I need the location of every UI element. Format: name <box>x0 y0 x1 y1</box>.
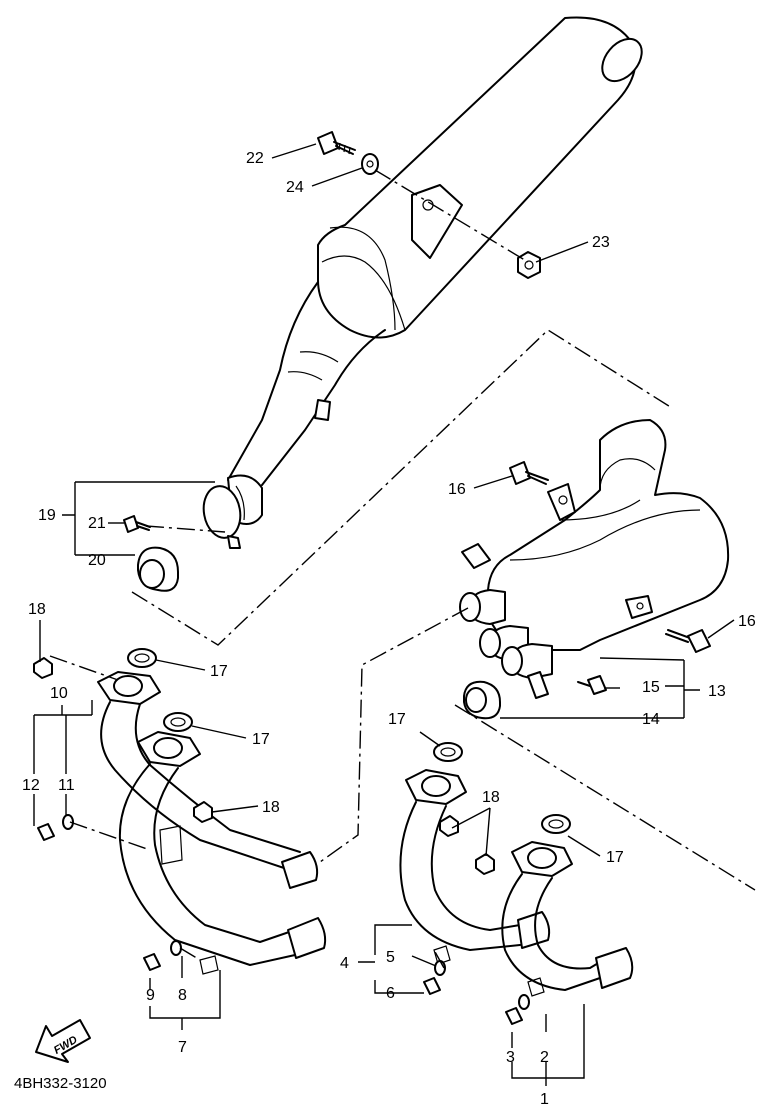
washer-11 <box>62 814 74 830</box>
upper-muffler <box>202 16 643 549</box>
gasket-17-a <box>127 648 157 668</box>
callout-17-a: 17 <box>210 663 228 680</box>
gasket-14 <box>463 680 501 720</box>
bolt-6 <box>423 977 441 995</box>
exhaust-pipe-assembly-1 <box>399 769 634 997</box>
callout-14: 14 <box>642 711 660 728</box>
washer-8 <box>170 940 182 956</box>
lower-muffler <box>459 419 730 699</box>
callout-16-lower: 16 <box>738 613 756 630</box>
washer-24 <box>361 153 379 175</box>
bolt-22 <box>317 131 356 155</box>
nut-23 <box>517 251 541 279</box>
gasket-17-c <box>433 742 463 762</box>
callout-8: 8 <box>178 987 187 1004</box>
leader-lines <box>33 143 735 1086</box>
callout-23: 23 <box>592 234 610 251</box>
callout-1: 1 <box>540 1091 549 1108</box>
bolt-16-lower <box>665 629 711 653</box>
callout-6: 6 <box>386 985 395 1002</box>
callout-22: 22 <box>246 150 264 167</box>
gasket-20 <box>137 546 179 592</box>
callout-10: 10 <box>50 685 68 702</box>
bolt-21 <box>123 515 151 533</box>
callout-20: 20 <box>88 552 106 569</box>
nut-18-d <box>475 853 495 875</box>
washer-2 <box>518 994 530 1010</box>
callout-15: 15 <box>642 679 660 696</box>
nut-18-a <box>33 657 53 679</box>
bolt-15 <box>577 675 607 695</box>
bolt-9 <box>143 953 161 971</box>
nut-18-c <box>439 815 459 837</box>
callout-24: 24 <box>286 179 304 196</box>
bolt-12 <box>37 823 55 841</box>
diagram-code: 4BH332-3120 <box>14 1075 107 1092</box>
callout-7: 7 <box>178 1039 187 1056</box>
callout-11: 11 <box>58 777 75 794</box>
callout-17-d: 17 <box>606 849 624 866</box>
callout-21: 21 <box>88 515 106 532</box>
callout-18-c: 18 <box>482 789 500 806</box>
callout-17-b: 17 <box>252 731 270 748</box>
callout-12: 12 <box>22 777 40 794</box>
callout-19: 19 <box>38 507 56 524</box>
gasket-17-d <box>541 814 571 834</box>
fwd-arrow: FWD <box>35 1019 91 1063</box>
callout-16-upper: 16 <box>448 481 466 498</box>
callout-2: 2 <box>540 1049 549 1066</box>
bolt-3 <box>505 1007 523 1025</box>
exhaust-pipe-assembly-7 <box>97 671 327 975</box>
gasket-17-b <box>163 712 193 732</box>
bolt-16-upper <box>509 461 549 485</box>
callout-labels: 22 24 23 16 16 19 21 20 18 17 10 17 12 1… <box>22 150 756 1108</box>
callout-17-c: 17 <box>388 711 406 728</box>
callout-4: 4 <box>340 955 349 972</box>
nut-18-b <box>193 801 213 823</box>
callout-18-a: 18 <box>28 601 46 618</box>
callout-18-b: 18 <box>262 799 280 816</box>
assembly-lines <box>49 169 756 969</box>
callout-13: 13 <box>708 683 726 700</box>
callout-3: 3 <box>506 1049 515 1066</box>
callout-9: 9 <box>146 987 155 1004</box>
callout-5: 5 <box>386 949 395 966</box>
